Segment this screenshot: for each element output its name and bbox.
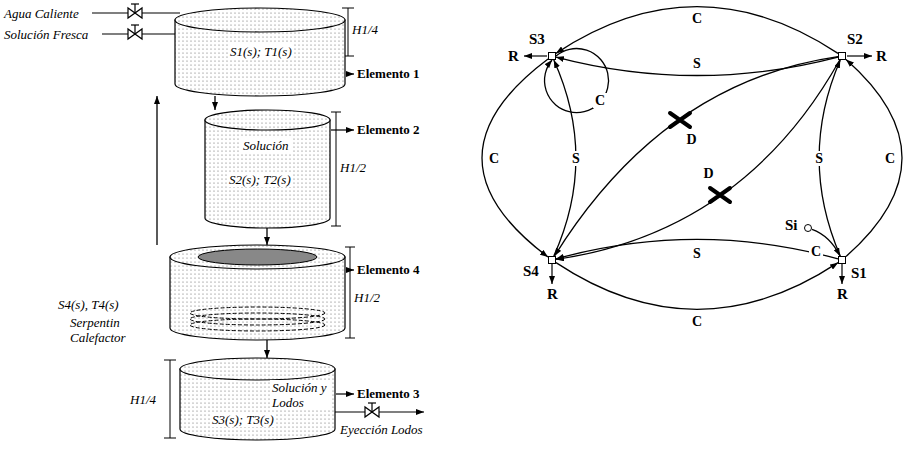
cylinder-outline — [205, 110, 330, 228]
output-label: R — [508, 48, 519, 65]
flow-label: C — [809, 244, 823, 259]
element-title: Elemento 4 — [357, 262, 419, 277]
flow-label: C — [690, 314, 704, 329]
state-node: S2 — [838, 52, 846, 60]
node-text: S1(s); T1(s) — [228, 44, 294, 59]
blocked-marks — [670, 113, 730, 202]
flow-label: C — [487, 151, 501, 166]
node-text: S2 — [847, 31, 863, 48]
dimension: H1/4 — [352, 22, 378, 37]
tank-element: Solución y LodosS3(s); T3(s)Elemento 3 — [180, 358, 335, 440]
tank-element: S1(s); T1(s)Elemento 1 — [150, 8, 345, 96]
flow-label: C — [690, 11, 704, 26]
flow-label: S — [691, 246, 703, 261]
flow-label: C — [883, 151, 897, 166]
pipe-label: Solución Fresca — [4, 27, 88, 42]
node-text: S1 — [851, 265, 867, 282]
flow-connector — [156, 96, 157, 245]
flow-connector — [846, 60, 902, 257]
node-text: Solución — [241, 138, 291, 153]
flow-label: D — [685, 132, 699, 147]
node-text: Si — [785, 217, 798, 234]
element-title: Elemento 2 — [357, 122, 419, 137]
tank-element: S4(s), T4(s)Serpentin CalefactorElemento… — [150, 245, 345, 340]
element-title: Elemento 3 — [357, 386, 419, 401]
pipe-label: Agua Caliente — [4, 6, 79, 21]
flow-connector — [545, 49, 609, 113]
state-node: S1 — [838, 256, 846, 264]
dimension: H1/4 — [130, 392, 156, 407]
tank-element: SoluciónS2(s); T2(s)Elemento 2 — [205, 110, 330, 228]
flow-label: S — [813, 151, 825, 166]
flow-connector — [554, 57, 838, 256]
pipes-and-valves — [92, 4, 424, 417]
flow-connector — [556, 60, 840, 259]
node-text: Solución y Lodos — [270, 380, 332, 410]
node-text: S4(s), T4(s) — [58, 297, 119, 312]
flow-connector — [266, 340, 267, 358]
flow-connector — [482, 59, 548, 257]
flow-connector — [214, 96, 215, 110]
pipe-label: Eyección Lodos — [340, 422, 423, 437]
state-node: S3 — [548, 52, 556, 60]
output-label: R — [837, 286, 848, 303]
node-text: S2(s); T2(s) — [227, 172, 293, 187]
dimension: H1/2 — [354, 290, 380, 305]
node-text: S4 — [523, 263, 539, 280]
state-node: S4 — [548, 256, 556, 264]
input-node: Si — [804, 224, 812, 232]
flow-label: S — [691, 56, 703, 71]
node-text: S3(s); T3(s) — [210, 412, 276, 427]
flow-label: D — [701, 166, 715, 181]
flow-connector — [266, 228, 267, 245]
dimension: H1/2 — [340, 160, 366, 175]
element-leaders — [331, 74, 354, 394]
node-text: Serpentin Calefactor — [70, 315, 148, 345]
output-arrows — [524, 56, 872, 284]
flow-connector — [556, 263, 838, 310]
output-label: R — [547, 286, 558, 303]
cylinder-outline — [150, 245, 345, 340]
output-label: R — [876, 48, 887, 65]
node-text: S3 — [529, 31, 545, 48]
flow-label: S — [570, 151, 582, 166]
flow-connector — [556, 7, 838, 54]
dimension-lines — [164, 8, 355, 438]
element-title: Elemento 1 — [357, 66, 419, 81]
flow-label: C — [593, 93, 607, 108]
